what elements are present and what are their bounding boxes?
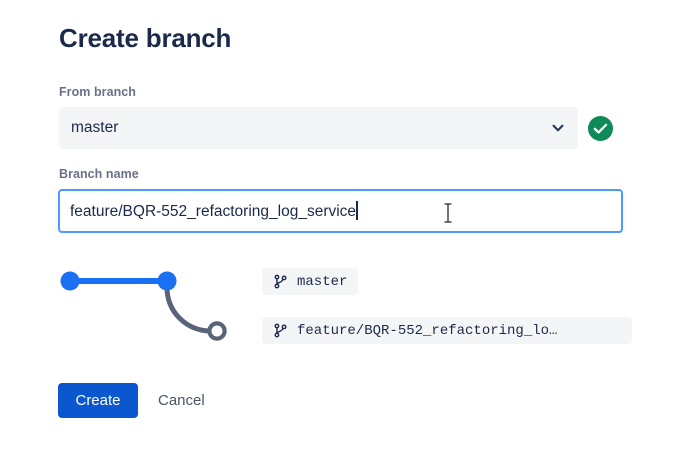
from-branch-row: master bbox=[59, 107, 578, 149]
git-branch-icon bbox=[273, 323, 288, 338]
page-title: Create branch bbox=[59, 23, 232, 53]
cancel-button[interactable]: Cancel bbox=[152, 383, 211, 418]
check-circle-icon bbox=[588, 116, 613, 141]
text-caret bbox=[356, 201, 358, 220]
commit-node-2 bbox=[157, 271, 177, 291]
branch-chip-label: master bbox=[297, 273, 348, 290]
branch-name-value-wrap: feature/BQR-552_refactoring_log_service bbox=[70, 201, 358, 222]
branch-name-input[interactable]: feature/BQR-552_refactoring_log_service bbox=[58, 189, 623, 233]
mouse-cursor-ibeam bbox=[443, 203, 453, 223]
from-branch-value: master bbox=[71, 119, 119, 136]
git-branch-icon bbox=[273, 274, 288, 289]
branch-chip-label: feature/BQR-552_refactoring_lo… bbox=[297, 322, 558, 339]
branch-name-label: Branch name bbox=[59, 167, 139, 181]
new-branch-node bbox=[207, 321, 227, 341]
commit-node-1 bbox=[60, 271, 80, 291]
create-button[interactable]: Create bbox=[58, 383, 138, 418]
branch-name-value: feature/BQR-552_refactoring_log_service bbox=[70, 203, 357, 220]
from-branch-select[interactable]: master bbox=[59, 107, 578, 149]
chevron-down-icon[interactable] bbox=[550, 120, 566, 136]
branch-graph bbox=[52, 258, 237, 353]
branch-chip-master: master bbox=[262, 268, 359, 295]
branch-chip-feature: feature/BQR-552_refactoring_lo… bbox=[262, 317, 632, 344]
from-branch-label: From branch bbox=[59, 85, 136, 99]
